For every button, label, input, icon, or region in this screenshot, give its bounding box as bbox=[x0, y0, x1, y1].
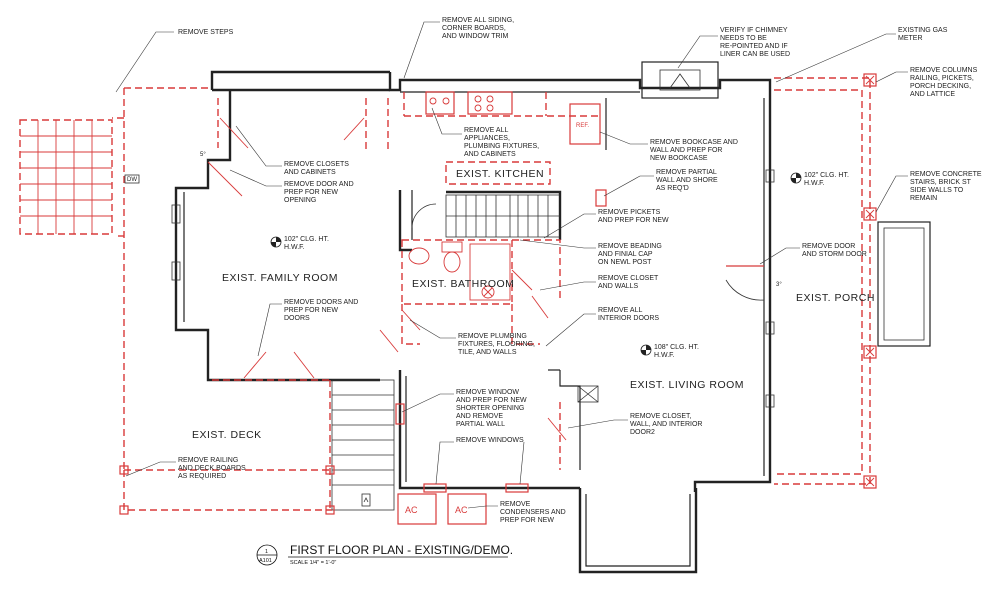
ceiling-height-text: 108" CLG. HT. bbox=[654, 344, 699, 351]
note-verify-chimney: VERIFY IF CHIMNEY NEEDS TO BE RE-POINTED… bbox=[720, 27, 790, 58]
angle-mark: 3° bbox=[776, 282, 782, 288]
existing-walls bbox=[171, 61, 931, 574]
detail-number: 1 bbox=[265, 549, 268, 555]
leader-lines bbox=[115, 21, 908, 509]
dishwasher-label: DW bbox=[127, 177, 137, 183]
sheet-number: A101 bbox=[259, 558, 272, 564]
note-remove-window-partial: REMOVE WINDOW AND PREP FOR NEW SHORTER O… bbox=[456, 389, 529, 428]
note-remove-interior-doors: REMOVE ALL INTERIOR DOORS bbox=[598, 307, 659, 322]
ceiling-finish-text: H.W.F. bbox=[654, 352, 675, 359]
note-remove-bookcase: REMOVE BOOKCASE AND WALL AND PREP FOR NE… bbox=[650, 139, 740, 162]
note-remove-closets: REMOVE CLOSETS AND CABINETS bbox=[284, 161, 351, 176]
note-remove-windows: REMOVE WINDOWS bbox=[456, 437, 524, 444]
drawing-title-block: 1 A101 FIRST FLOOR PLAN - EXISTING/DEMO.… bbox=[256, 543, 513, 566]
ceiling-marker-living: 108" CLG. HT. H.W.F. bbox=[640, 344, 699, 359]
ac-unit-label: AC bbox=[455, 505, 468, 515]
note-remove-concrete-stairs: REMOVE CONCRETE STAIRS, BRICK ST SIDE WA… bbox=[910, 171, 984, 202]
ceiling-marker-family: 102" CLG. HT. H.W.F. bbox=[270, 236, 329, 251]
room-labels: EXIST. FAMILY ROOM EXIST. KITCHEN EXIST.… bbox=[192, 168, 875, 441]
drawing-scale: SCALE 1/4" = 1'-0" bbox=[290, 560, 336, 566]
note-remove-steps: REMOVE STEPS bbox=[178, 29, 234, 36]
note-remove-storm-door: REMOVE DOOR AND STORM DOOR bbox=[802, 243, 867, 258]
demolition-lines bbox=[19, 73, 877, 525]
drawing-title: FIRST FLOOR PLAN - EXISTING/DEMO. bbox=[290, 543, 513, 557]
note-remove-beading: REMOVE BEADING AND FINIAL CAP ON NEWL PO… bbox=[598, 243, 664, 266]
ceiling-height-text: 102" CLG. HT. bbox=[804, 172, 849, 179]
note-remove-appliances: REMOVE ALL APPLIANCES, PLUMBING FIXTURES… bbox=[464, 127, 541, 158]
room-label-deck: EXIST. DECK bbox=[192, 429, 262, 441]
note-remove-partial-wall: REMOVE PARTIAL WALL AND SHORE AS REQ'D bbox=[656, 169, 720, 192]
ceiling-finish-text: H.W.F. bbox=[804, 180, 825, 187]
note-remove-closet-door2: REMOVE CLOSET, WALL, AND INTERIOR DOOR2 bbox=[630, 413, 704, 436]
ceiling-finish-text: H.W.F. bbox=[284, 244, 305, 251]
room-label-porch: EXIST. PORCH bbox=[796, 292, 875, 304]
angle-mark: 5° bbox=[200, 152, 206, 158]
ceiling-marker-porch: 102" CLG. HT. H.W.F. bbox=[790, 172, 849, 187]
note-remove-doors: REMOVE DOORS AND PREP FOR NEW DOORS bbox=[284, 299, 360, 322]
note-remove-columns: REMOVE COLUMNS RAILING, PICKETS, PORCH D… bbox=[910, 67, 979, 98]
room-label-kitchen: EXIST. KITCHEN bbox=[456, 168, 544, 180]
note-remove-siding: REMOVE ALL SIDING, CORNER BOARDS, AND WI… bbox=[442, 17, 516, 40]
note-remove-condensers: REMOVE CONDENSERS AND PREP FOR NEW bbox=[500, 501, 568, 524]
ceiling-height-text: 102" CLG. HT. bbox=[284, 236, 329, 243]
room-label-family: EXIST. FAMILY ROOM bbox=[222, 272, 338, 284]
room-label-living: EXIST. LIVING ROOM bbox=[630, 379, 744, 391]
note-remove-railing: REMOVE RAILING AND DECK BOARDS AS REQUIR… bbox=[178, 457, 248, 480]
note-remove-door-opening: REMOVE DOOR AND PREP FOR NEW OPENING bbox=[284, 181, 356, 204]
room-label-bathroom: EXIST. BATHROOM bbox=[412, 278, 514, 290]
ac-unit-label: AC bbox=[405, 505, 418, 515]
note-remove-pickets: REMOVE PICKETS AND PREP FOR NEW bbox=[598, 209, 669, 224]
refrigerator-label: REF. bbox=[576, 123, 589, 129]
note-gas-meter: EXISTING GAS METER bbox=[898, 27, 949, 42]
demolition-notes: REMOVE STEPS REMOVE ALL SIDING, CORNER B… bbox=[178, 17, 984, 524]
plan-marks: AC AC REF. DW 5° 3° bbox=[124, 123, 782, 515]
note-remove-plumbing: REMOVE PLUMBING FIXTURES, FLOORING, TILE… bbox=[458, 333, 537, 356]
note-remove-closet-walls: REMOVE CLOSET AND WALLS bbox=[598, 275, 660, 290]
